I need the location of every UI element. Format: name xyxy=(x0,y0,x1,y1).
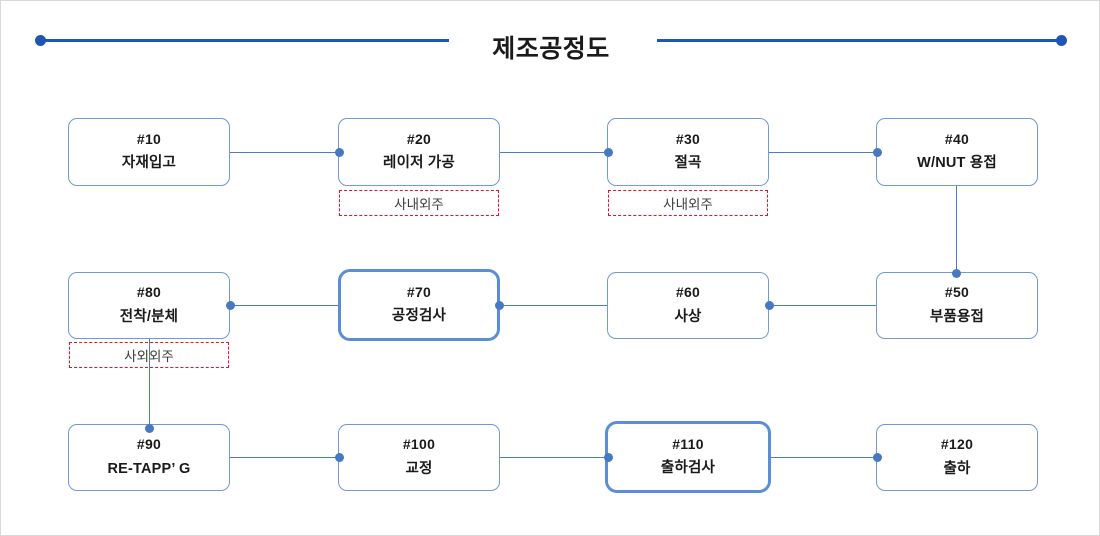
connector-dot-n40-in xyxy=(873,148,882,157)
process-node-50[interactable]: #50 부품용접 xyxy=(876,272,1038,339)
process-node-40-label: W/NUT 용접 xyxy=(917,155,997,172)
outsourcing-tag-n20: 사내외주 xyxy=(339,190,499,216)
process-node-70[interactable]: #70 공정검사 xyxy=(338,269,500,341)
process-node-100-label: 교정 xyxy=(405,460,433,477)
title-line-right-dot xyxy=(1056,35,1067,46)
process-node-10-code: #10 xyxy=(136,130,162,147)
process-node-30-code: #30 xyxy=(675,130,701,147)
outsourcing-tag-n30: 사내외주 xyxy=(608,190,768,216)
connector-n90-n100 xyxy=(230,457,344,458)
outsourcing-tag-n80: 사외외주 xyxy=(69,342,229,368)
process-node-90-code: #90 xyxy=(136,436,162,453)
connector-dot-n30-in xyxy=(604,148,613,157)
process-node-10[interactable]: #10 자재입고 xyxy=(68,118,230,186)
connector-dot-n100-in xyxy=(335,453,344,462)
process-node-120-code: #120 xyxy=(940,436,974,453)
connector-dot-n120-in xyxy=(873,453,882,462)
connector-n100-n110 xyxy=(499,457,613,458)
title-line-right xyxy=(657,39,1061,42)
connector-dot-n90-in xyxy=(145,424,154,433)
process-node-50-label: 부품용접 xyxy=(929,308,985,325)
process-node-20[interactable]: #20 레이저 가공 xyxy=(338,118,500,186)
process-node-120[interactable]: #120 출하 xyxy=(876,424,1038,491)
process-node-60-code: #60 xyxy=(675,284,701,301)
title-band: 제조공정도 xyxy=(1,1,1099,93)
process-node-20-code: #20 xyxy=(406,130,432,147)
connector-n80-n90 xyxy=(149,339,150,433)
process-node-10-label: 자재입고 xyxy=(121,155,177,172)
process-node-80-code: #80 xyxy=(136,284,162,301)
connector-n70-n80 xyxy=(230,305,344,306)
process-node-60[interactable]: #60 사상 xyxy=(607,272,769,339)
connector-n50-n60 xyxy=(769,305,882,306)
process-node-70-label: 공정검사 xyxy=(391,308,447,325)
process-node-100-code: #100 xyxy=(402,436,436,453)
process-node-60-label: 사상 xyxy=(674,308,702,325)
page-title: 제조공정도 xyxy=(492,35,610,63)
process-node-50-code: #50 xyxy=(944,284,970,301)
process-node-100[interactable]: #100 교정 xyxy=(338,424,500,491)
connector-n30-n40 xyxy=(768,152,882,153)
process-node-90[interactable]: #90 RE-TAPP’ G xyxy=(68,424,230,491)
connector-dot-n60-in xyxy=(765,301,774,310)
title-line-left-dot xyxy=(35,35,46,46)
process-node-110[interactable]: #110 출하검사 xyxy=(605,421,771,493)
title-line-left xyxy=(41,39,449,42)
connector-dot-n70-out xyxy=(495,301,504,310)
process-node-120-label: 출하 xyxy=(943,460,971,477)
connector-n40-n50 xyxy=(956,186,957,274)
connector-n20-n30 xyxy=(499,152,613,153)
process-node-70-code: #70 xyxy=(406,283,432,300)
process-node-30-label: 절곡 xyxy=(674,155,702,172)
connector-n10-n20 xyxy=(230,152,344,153)
connector-n110-n120 xyxy=(768,457,882,458)
process-node-30[interactable]: #30 절곡 xyxy=(607,118,769,186)
process-node-80[interactable]: #80 전착/분체 xyxy=(68,272,230,339)
process-node-110-code: #110 xyxy=(672,435,704,452)
connector-n60-n70 xyxy=(499,305,613,306)
process-node-90-label: RE-TAPP’ G xyxy=(107,460,191,477)
connector-dot-n80-out xyxy=(226,301,235,310)
connector-dot-n110-in xyxy=(604,453,613,462)
connector-dot-n20-in xyxy=(335,148,344,157)
process-node-80-label: 전착/분체 xyxy=(119,308,179,325)
connector-dot-n50-in xyxy=(952,269,961,278)
process-node-110-label: 출하검사 xyxy=(660,460,716,477)
process-node-40-code: #40 xyxy=(944,130,970,147)
process-node-20-label: 레이저 가공 xyxy=(383,155,455,172)
process-node-40[interactable]: #40 W/NUT 용접 xyxy=(876,118,1038,186)
